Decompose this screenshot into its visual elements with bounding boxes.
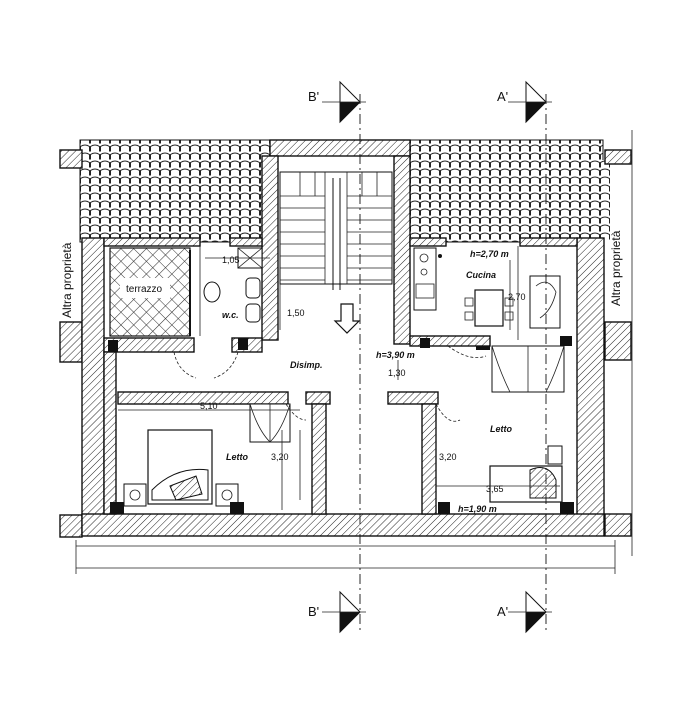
altra-proprieta-left: Altra proprietà [60, 242, 74, 318]
section-label-a-top: A' [497, 89, 508, 104]
section-cut-lines [322, 80, 552, 634]
wc-dimension: 1,05 [222, 255, 240, 265]
kitchen-furniture [413, 246, 561, 340]
cucina-label: Cucina [466, 270, 496, 280]
section-label-a-bottom: A' [497, 604, 508, 619]
roof-tiles [79, 139, 610, 243]
stairwell [279, 171, 393, 334]
terrazzo-label: terrazzo [126, 284, 163, 295]
labels: B' A' B' A' Altra proprietà Altra propri… [60, 89, 623, 619]
letto-left-width: 5,10 [200, 401, 218, 411]
wc-label: w.c. [222, 310, 239, 320]
outer-walls [81, 139, 605, 537]
disimpegno-dimension: 1,30 [388, 368, 406, 378]
dimension-lines [75, 130, 633, 574]
cucina-dimension: 2,70 [508, 292, 526, 302]
right-bedroom-furniture [489, 345, 565, 503]
terrace [109, 247, 191, 337]
letto-right-heightlabel: h=1,90 m [458, 504, 497, 514]
letto-right-width: 3,65 [486, 484, 504, 494]
stair-dimension: 1,50 [287, 308, 305, 318]
letto-left-height: 3,20 [271, 452, 289, 462]
cucina-height: h=2,70 m [470, 249, 509, 259]
pillars [108, 336, 574, 514]
letto-right-label: Letto [490, 424, 512, 434]
letto-left-label: Letto [226, 452, 248, 462]
adjacent-property-walls [59, 149, 632, 538]
altra-proprieta-right: Altra proprietà [609, 230, 623, 306]
left-bedroom-furniture [123, 403, 291, 507]
disimpegno-height: h=3,90 m [376, 350, 415, 360]
door-swings [173, 345, 487, 422]
disimpegno-label: Disimp. [290, 360, 323, 370]
section-label-b-top: B' [308, 89, 319, 104]
letto-right-height: 3,20 [439, 452, 457, 462]
section-label-b-bottom: B' [308, 604, 319, 619]
